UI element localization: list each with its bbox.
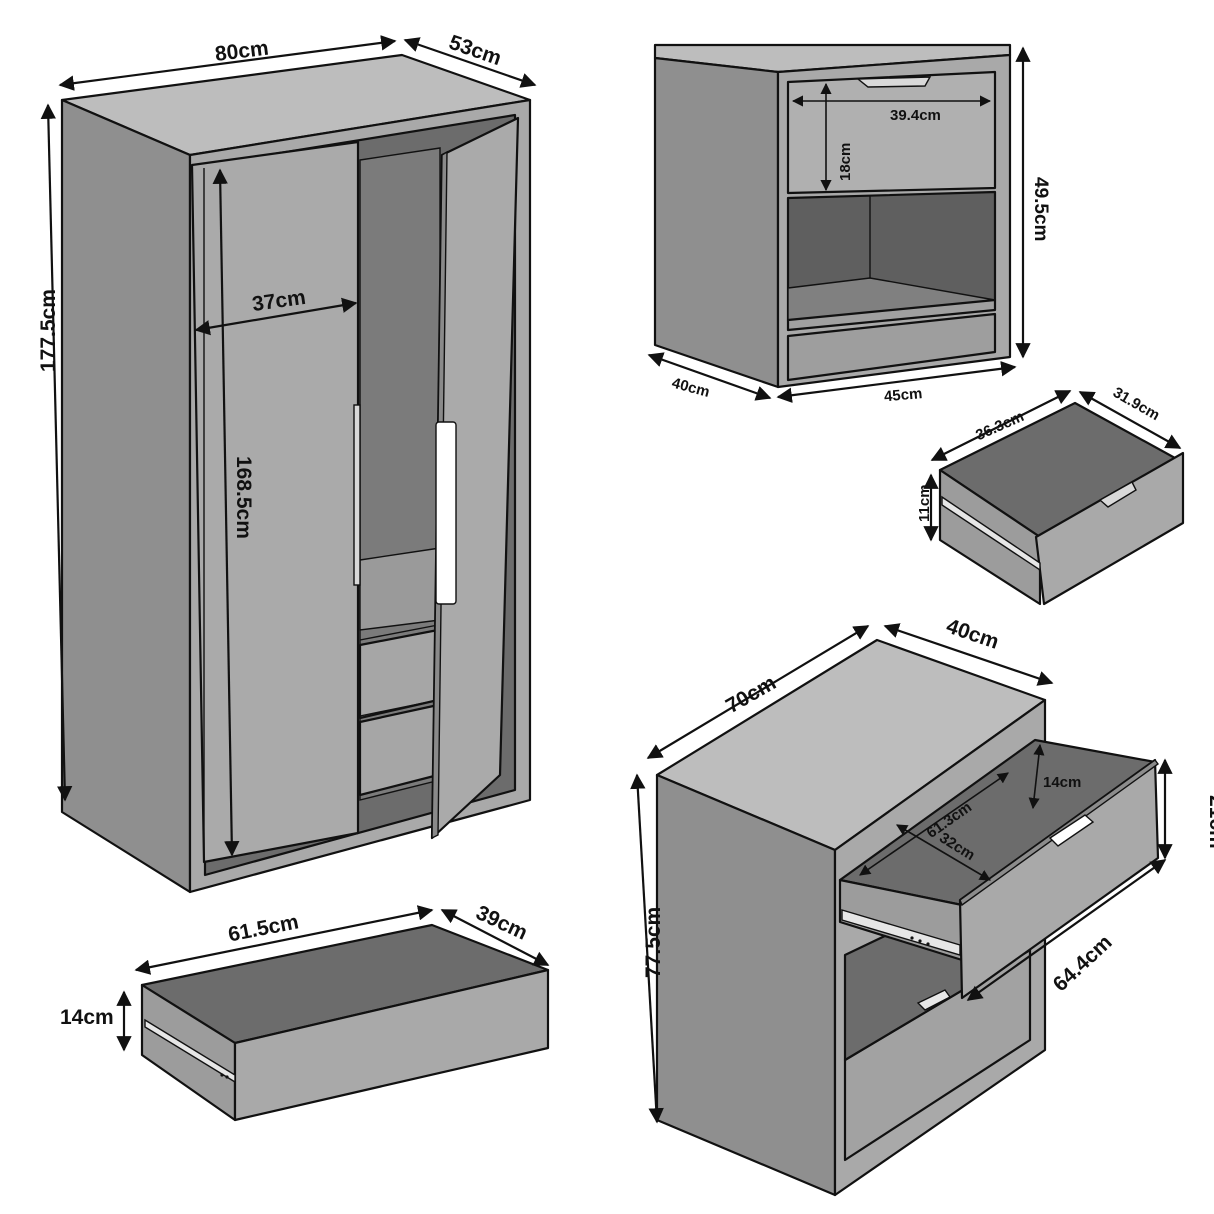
wardrobe-height-label: 177.5cm — [37, 289, 60, 372]
wardrobe — [60, 53, 532, 894]
nightstand-height-label: 49.5cm — [1030, 177, 1051, 241]
nightstand-drawer-height-label: 18cm — [837, 143, 854, 181]
nightstand — [653, 43, 1012, 389]
nightstand-depth-label: 40cm — [670, 375, 711, 401]
chest-drawer-inner-height-label: 14cm — [1043, 774, 1081, 791]
chest-drawer-height-label: 21cm — [1205, 795, 1214, 849]
nightstand-drawer-depth-label: 31.9cm — [1110, 384, 1163, 424]
wardrobe-width-label: 80cm — [214, 37, 270, 66]
wardrobe-drawer-width-label: 61.5cm — [226, 910, 300, 946]
wardrobe-door-height-label: 168.5cm — [232, 456, 255, 539]
wardrobe-drawer — [140, 923, 550, 1122]
wardrobe-drawer-depth-label: 39cm — [472, 901, 530, 945]
wardrobe-drawer-height-label: 14cm — [60, 1006, 114, 1029]
nightstand-drawer-width-label: 39.4cm — [890, 107, 941, 124]
nightstand-width-label: 45cm — [883, 385, 923, 405]
chest-height-label: 77.5cm — [642, 907, 665, 978]
chest-drawer-depth-label: 64.4cm — [1049, 931, 1117, 996]
nightstand-drawer-height-label: 11cm — [916, 484, 933, 522]
